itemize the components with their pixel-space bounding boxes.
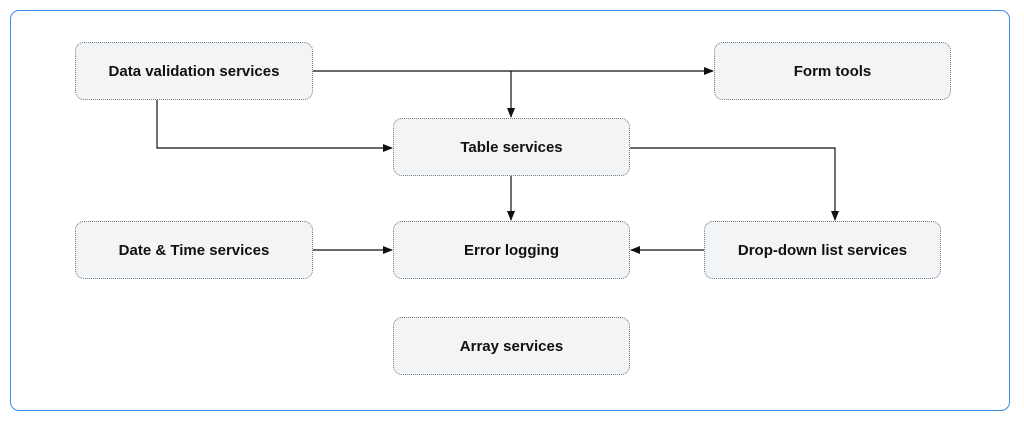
node-label: Data validation services (108, 62, 280, 80)
node-label: Table services (460, 138, 563, 156)
node-label: Error logging (464, 241, 559, 259)
node-label: Array services (459, 337, 564, 355)
node-error-logging: Error logging (393, 221, 630, 279)
node-label: Drop-down list services (737, 241, 908, 259)
diagram-frame (10, 10, 1010, 411)
connector-data-validation-table (153, 92, 393, 152)
node-date-time-services: Date & Time services (75, 221, 313, 279)
node-array-services: Array services (393, 317, 630, 375)
node-data-validation-services: Data validation services (75, 42, 313, 100)
node-label: Form tools (793, 62, 872, 80)
node-table-services: Table services (393, 118, 630, 176)
node-label: Date & Time services (118, 241, 270, 259)
connector-table-dropdown (622, 144, 839, 221)
node-dropdown-list-services: Drop-down list services (704, 221, 941, 279)
node-form-tools: Form tools (714, 42, 951, 100)
